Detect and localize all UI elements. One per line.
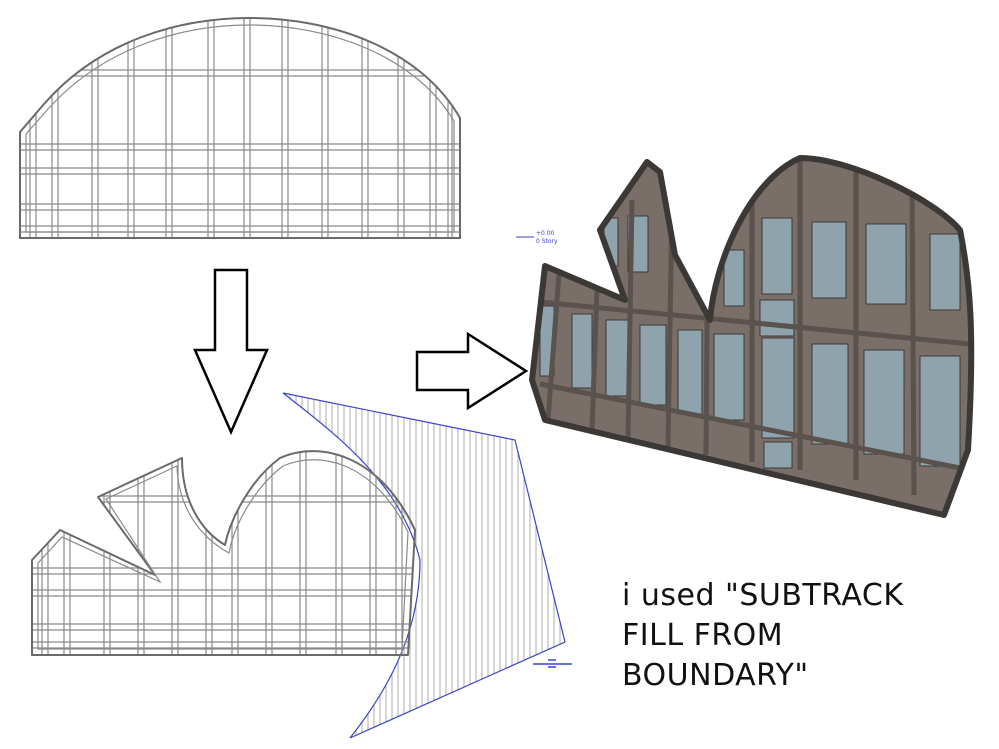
caption: i used "SUBTRACK FILL FROM BOUNDARY" (622, 576, 962, 696)
level-tag-value: +0.00 (536, 230, 555, 237)
original-frame (19, 16, 461, 239)
original-frame-transoms (20, 69, 460, 233)
rendered-3d-wall (529, 155, 975, 518)
level-tag-label: 0 Story (536, 238, 558, 245)
original-frame-outline (19, 16, 461, 239)
subtracted-frame (31, 450, 416, 656)
caption-line-2: FILL FROM (622, 618, 784, 653)
caption-line-3: BOUNDARY" (622, 658, 809, 693)
subtract-boundary (282, 392, 566, 739)
elevation-marker (533, 659, 572, 668)
level-tag: +0.00 0 Story (516, 230, 558, 245)
down-arrow-icon (193, 268, 269, 436)
caption-line-1: i used "SUBTRACK (622, 578, 904, 613)
right-arrow-icon (415, 331, 529, 411)
subtracted-frame-outline (31, 450, 416, 656)
